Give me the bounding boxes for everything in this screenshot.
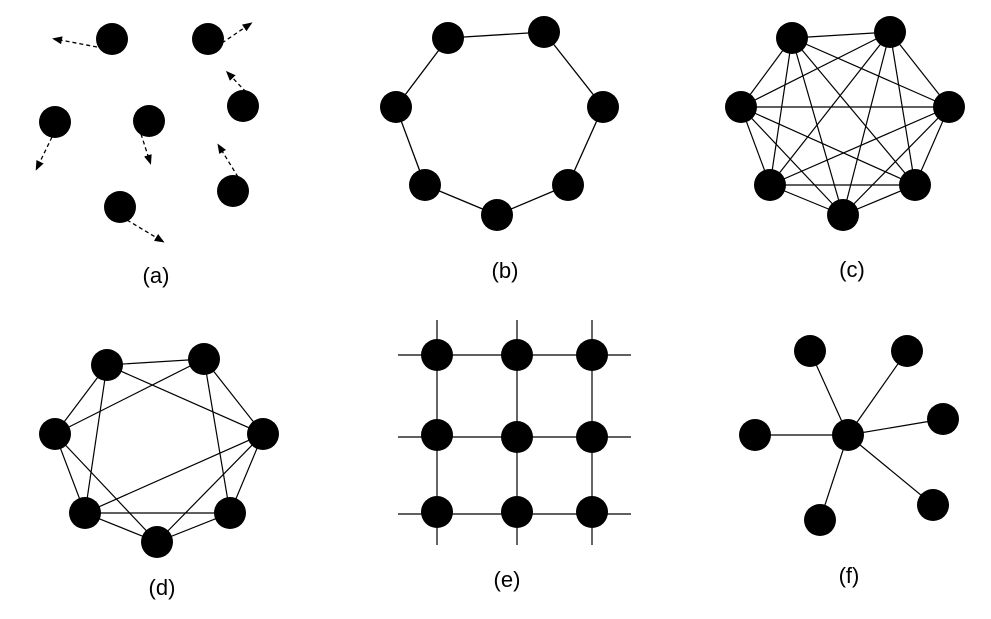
node — [39, 106, 71, 138]
node — [432, 22, 464, 54]
edge — [769, 37, 793, 186]
edge — [54, 433, 158, 543]
node — [380, 91, 412, 123]
edge — [847, 418, 944, 436]
node — [501, 421, 533, 453]
motion-arrow — [221, 22, 253, 44]
panel-f: (f) — [739, 335, 959, 588]
node — [69, 497, 101, 529]
node — [133, 105, 165, 137]
node — [933, 91, 965, 123]
node — [192, 23, 224, 55]
node — [576, 339, 608, 371]
motion-arrow — [126, 219, 165, 243]
edge — [847, 434, 934, 506]
edge — [84, 364, 108, 514]
node — [409, 169, 441, 201]
node — [576, 421, 608, 453]
edge — [889, 31, 916, 186]
node — [927, 403, 959, 435]
node — [776, 22, 808, 54]
panel-c: (c) — [725, 16, 965, 282]
edge — [84, 433, 264, 514]
edge — [106, 364, 264, 435]
edge — [842, 31, 891, 216]
node — [874, 16, 906, 48]
panel-caption-d: (d) — [149, 575, 176, 600]
motion-arrow — [140, 133, 152, 165]
node — [214, 497, 246, 529]
motion-arrow — [225, 70, 247, 93]
node — [891, 335, 923, 367]
panel-caption-e: (e) — [494, 567, 521, 592]
panel-caption-c: (c) — [839, 257, 865, 282]
panel-a: (a) — [35, 22, 259, 288]
edge — [791, 31, 891, 39]
hub-node — [832, 419, 864, 451]
node — [39, 418, 71, 450]
edge — [791, 37, 916, 186]
motion-arrow — [52, 36, 98, 48]
edge — [203, 358, 231, 514]
panel-caption-f: (f) — [839, 563, 860, 588]
edge — [769, 106, 950, 186]
node — [587, 91, 619, 123]
panel-e: (e) — [398, 320, 631, 592]
edge — [791, 37, 950, 108]
node — [421, 419, 453, 451]
node — [576, 496, 608, 528]
node — [217, 175, 249, 207]
node — [899, 169, 931, 201]
edge — [847, 350, 908, 436]
edge — [156, 433, 264, 543]
panel-d: (d) — [39, 343, 279, 600]
node — [227, 90, 259, 122]
motion-arrow — [35, 136, 53, 171]
node — [754, 169, 786, 201]
node — [804, 504, 836, 536]
edge — [740, 106, 844, 216]
edge — [740, 31, 891, 108]
node — [481, 199, 513, 231]
node — [725, 91, 757, 123]
node — [917, 489, 949, 521]
panel-caption-a: (a) — [143, 263, 170, 288]
node — [501, 496, 533, 528]
node — [96, 23, 128, 55]
panel-caption-b: (b) — [492, 258, 519, 283]
node — [528, 16, 560, 48]
node — [247, 418, 279, 450]
node — [188, 343, 220, 375]
node — [552, 169, 584, 201]
edge — [740, 106, 916, 186]
motion-arrow — [217, 143, 239, 178]
node — [501, 339, 533, 371]
node — [421, 339, 453, 371]
node — [104, 191, 136, 223]
edge — [842, 106, 950, 216]
node — [794, 335, 826, 367]
node — [421, 496, 453, 528]
node — [827, 199, 859, 231]
panel-b: (b) — [380, 16, 619, 283]
node — [739, 419, 771, 451]
node — [141, 526, 173, 558]
node — [91, 349, 123, 381]
edge — [54, 358, 205, 435]
